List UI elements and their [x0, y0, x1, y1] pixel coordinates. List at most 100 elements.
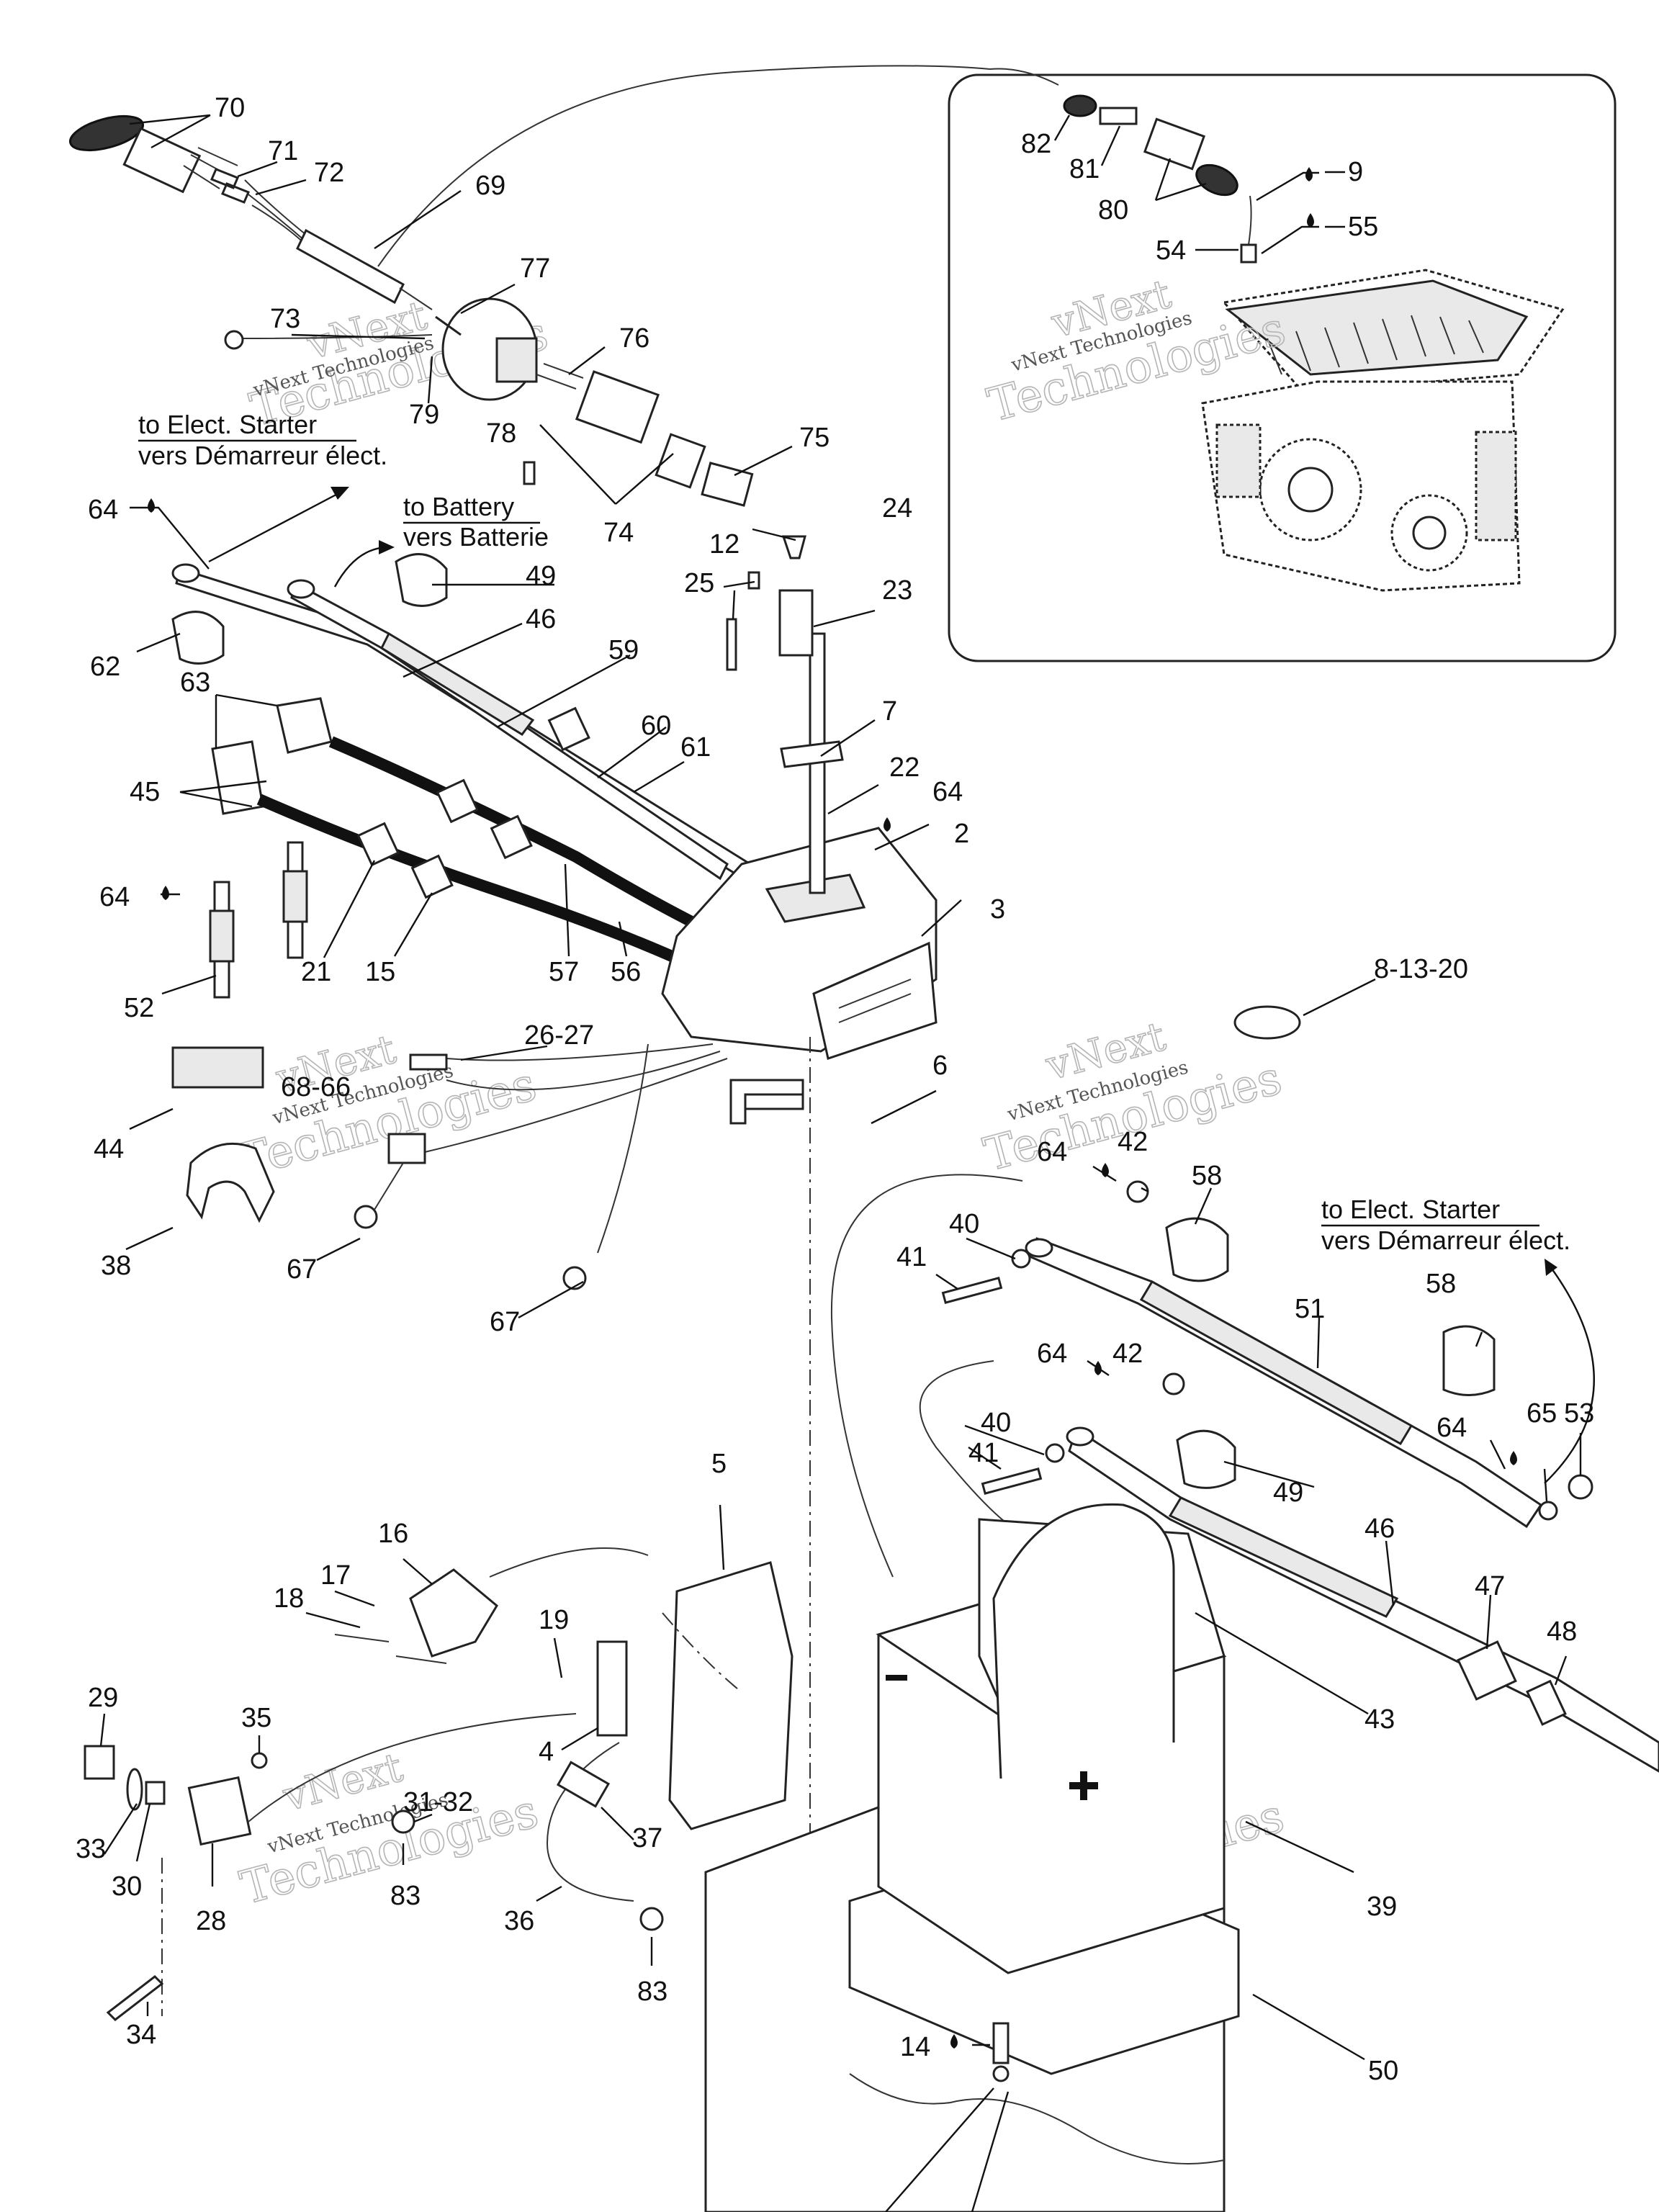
callout-75: 75 [799, 423, 830, 453]
engine-block [1201, 269, 1565, 592]
nut-53 [1568, 1474, 1593, 1500]
callout-57: 57 [549, 957, 579, 987]
callout-4: 4 [539, 1737, 554, 1767]
sealant-icon [1307, 213, 1314, 228]
washer-40a [1011, 1249, 1031, 1269]
callout-12: 12 [709, 529, 739, 559]
leader-lines [99, 114, 1582, 2212]
callout-31-32: 31-32 [403, 1787, 473, 1817]
cable-tie-8 [1233, 1005, 1301, 1040]
callout-41-a: 41 [896, 1242, 927, 1272]
callout-23: 23 [882, 575, 912, 606]
sealant-icon [1094, 1361, 1102, 1375]
callout-14: 14 [900, 2032, 930, 2062]
callout-52: 52 [124, 993, 154, 1023]
ring-terminal-73 [224, 330, 244, 350]
screw-34 [106, 1975, 164, 2021]
callout-68-66: 68-66 [281, 1072, 351, 1102]
clamp-44 [171, 1046, 264, 1089]
callout-58-b: 58 [1426, 1269, 1456, 1299]
callout-8-13-20: 8-13-20 [1374, 954, 1468, 984]
cap-63 [276, 697, 333, 754]
seal-30 [126, 1768, 143, 1811]
callout-83-a: 83 [390, 1881, 421, 1911]
callout-58-a: 58 [1192, 1161, 1222, 1191]
callout-29: 29 [88, 1683, 118, 1713]
seal-80 [1195, 163, 1238, 197]
connector-23 [778, 589, 814, 657]
callout-48: 48 [1547, 1617, 1577, 1647]
nut-47 [1457, 1640, 1517, 1701]
sealant-icon [1510, 1451, 1517, 1465]
seal-70 [69, 114, 144, 152]
arrow-starter-1 [208, 488, 346, 563]
callout-64-b: 64 [932, 777, 963, 807]
callout-64-e: 64 [1037, 1339, 1067, 1369]
pin-25 [726, 618, 737, 671]
housing-70 [122, 127, 202, 194]
callout-40-a: 40 [949, 1209, 979, 1239]
callout-80: 80 [1098, 195, 1128, 225]
boot-62 [171, 611, 225, 665]
callout-79: 79 [409, 400, 439, 430]
solenoid-16 [409, 1568, 498, 1658]
callout-28: 28 [196, 1906, 226, 1936]
callout-17: 17 [320, 1560, 351, 1591]
callout-83-b: 83 [637, 1977, 667, 2007]
nut-60 [490, 814, 533, 860]
callout-43: 43 [1364, 1704, 1395, 1735]
callout-5: 5 [711, 1449, 727, 1479]
callout-64-f: 64 [1437, 1413, 1467, 1443]
relay-4 [596, 1640, 628, 1737]
sensor-28 [187, 1776, 252, 1846]
callout-16: 16 [378, 1519, 408, 1549]
callout-25: 25 [684, 568, 714, 598]
callout-33: 33 [76, 1834, 106, 1864]
callout-59: 59 [608, 635, 639, 665]
callout-numbers: 70 71 72 69 77 73 76 79 78 75 74 64 49 4… [76, 93, 1594, 2086]
ht-lead-57 [328, 736, 709, 935]
washer-40b [1045, 1443, 1065, 1463]
terminals-71 [210, 168, 250, 204]
callout-64-d: 64 [1037, 1137, 1067, 1167]
cover-29 [84, 1745, 115, 1780]
clip-24 [781, 535, 806, 559]
callout-45: 45 [130, 777, 160, 807]
callout-76: 76 [619, 323, 649, 354]
note-starter-fr-1: vers Démarreur élect. [138, 441, 387, 470]
nut-21 [356, 822, 400, 867]
callout-56: 56 [611, 957, 641, 987]
callout-21: 21 [301, 957, 331, 987]
callout-61: 61 [680, 732, 711, 763]
wiring-harness [69, 114, 754, 507]
callout-67-b: 67 [490, 1307, 520, 1337]
battery-assembly [704, 1503, 1240, 2212]
boot-49 [395, 553, 448, 607]
callout-63: 63 [180, 667, 210, 698]
callout-65: 65 [1527, 1398, 1557, 1429]
sealant-icon [884, 817, 891, 832]
callout-53: 53 [1564, 1398, 1594, 1429]
nut-61 [547, 706, 590, 752]
callout-74: 74 [603, 518, 634, 548]
sealant-icon [950, 2034, 958, 2049]
boot-58a [1165, 1217, 1229, 1282]
ht-lead-56 [256, 793, 694, 971]
callout-72: 72 [314, 158, 344, 188]
callout-42-a: 42 [1118, 1127, 1148, 1157]
bracket-38 [186, 1142, 275, 1223]
callout-51: 51 [1295, 1294, 1325, 1324]
lower-left-parts [84, 1547, 793, 2021]
callout-73: 73 [270, 304, 300, 334]
callout-67-a: 67 [287, 1254, 317, 1285]
callout-62: 62 [90, 652, 120, 682]
positive-terminal [1069, 1771, 1098, 1800]
harness-sleeve-69 [296, 228, 405, 305]
connector-26 [409, 1053, 448, 1071]
nut-42b [1162, 1372, 1185, 1395]
callout-35: 35 [241, 1703, 271, 1733]
plate-5 [668, 1561, 793, 1830]
callout-78: 78 [486, 418, 516, 449]
callout-71: 71 [268, 136, 298, 166]
